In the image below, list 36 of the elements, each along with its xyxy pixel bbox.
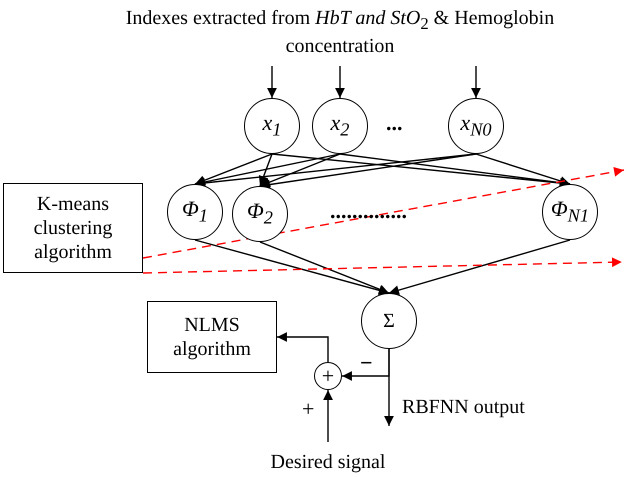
node-text: x$_{1}$ [262, 110, 282, 142]
arrow [260, 241, 390, 294]
arrow [260, 153, 340, 187]
neuron-circle [314, 362, 342, 390]
arrow [142, 167, 624, 259]
arrow [471, 66, 481, 98]
node-text: Φ$_{2}$ [247, 198, 273, 230]
arrow [476, 153, 570, 186]
arrow [267, 66, 277, 98]
process-box [147, 301, 277, 373]
minus-sign: − [360, 352, 373, 374]
arrow [258, 154, 273, 186]
arrow [388, 239, 570, 295]
ellipsis: ... [386, 112, 402, 134]
arrow [323, 390, 333, 442]
arrow [384, 349, 394, 426]
node-text: NLMS algorithm [172, 313, 252, 361]
caption-text: Desired signal [270, 450, 386, 474]
node-text: x$_{N0}$ [460, 110, 492, 142]
node-text: x$_{2}$ [330, 110, 350, 142]
caption-text: Indexes extracted from HbT and StO$_{2}$ & Hemoglobin concentration [124, 6, 556, 58]
plus-sign: + [302, 398, 314, 420]
arrow [277, 332, 329, 362]
neuron-circle [542, 184, 598, 240]
node-text: K-means clustering algorithm [32, 192, 114, 264]
arrow [194, 153, 340, 187]
neuron-circle [232, 186, 288, 242]
caption-text: RBFNN output [402, 395, 525, 419]
arrow [194, 153, 272, 185]
node-text: Φ$_{N1}$ [550, 196, 590, 228]
arrow [335, 66, 345, 98]
arrow [142, 257, 622, 274]
node-text: Φ$_{1}$ [182, 196, 208, 228]
node-text: Σ [383, 309, 395, 333]
node-text: + [322, 362, 334, 390]
process-box [3, 183, 143, 273]
